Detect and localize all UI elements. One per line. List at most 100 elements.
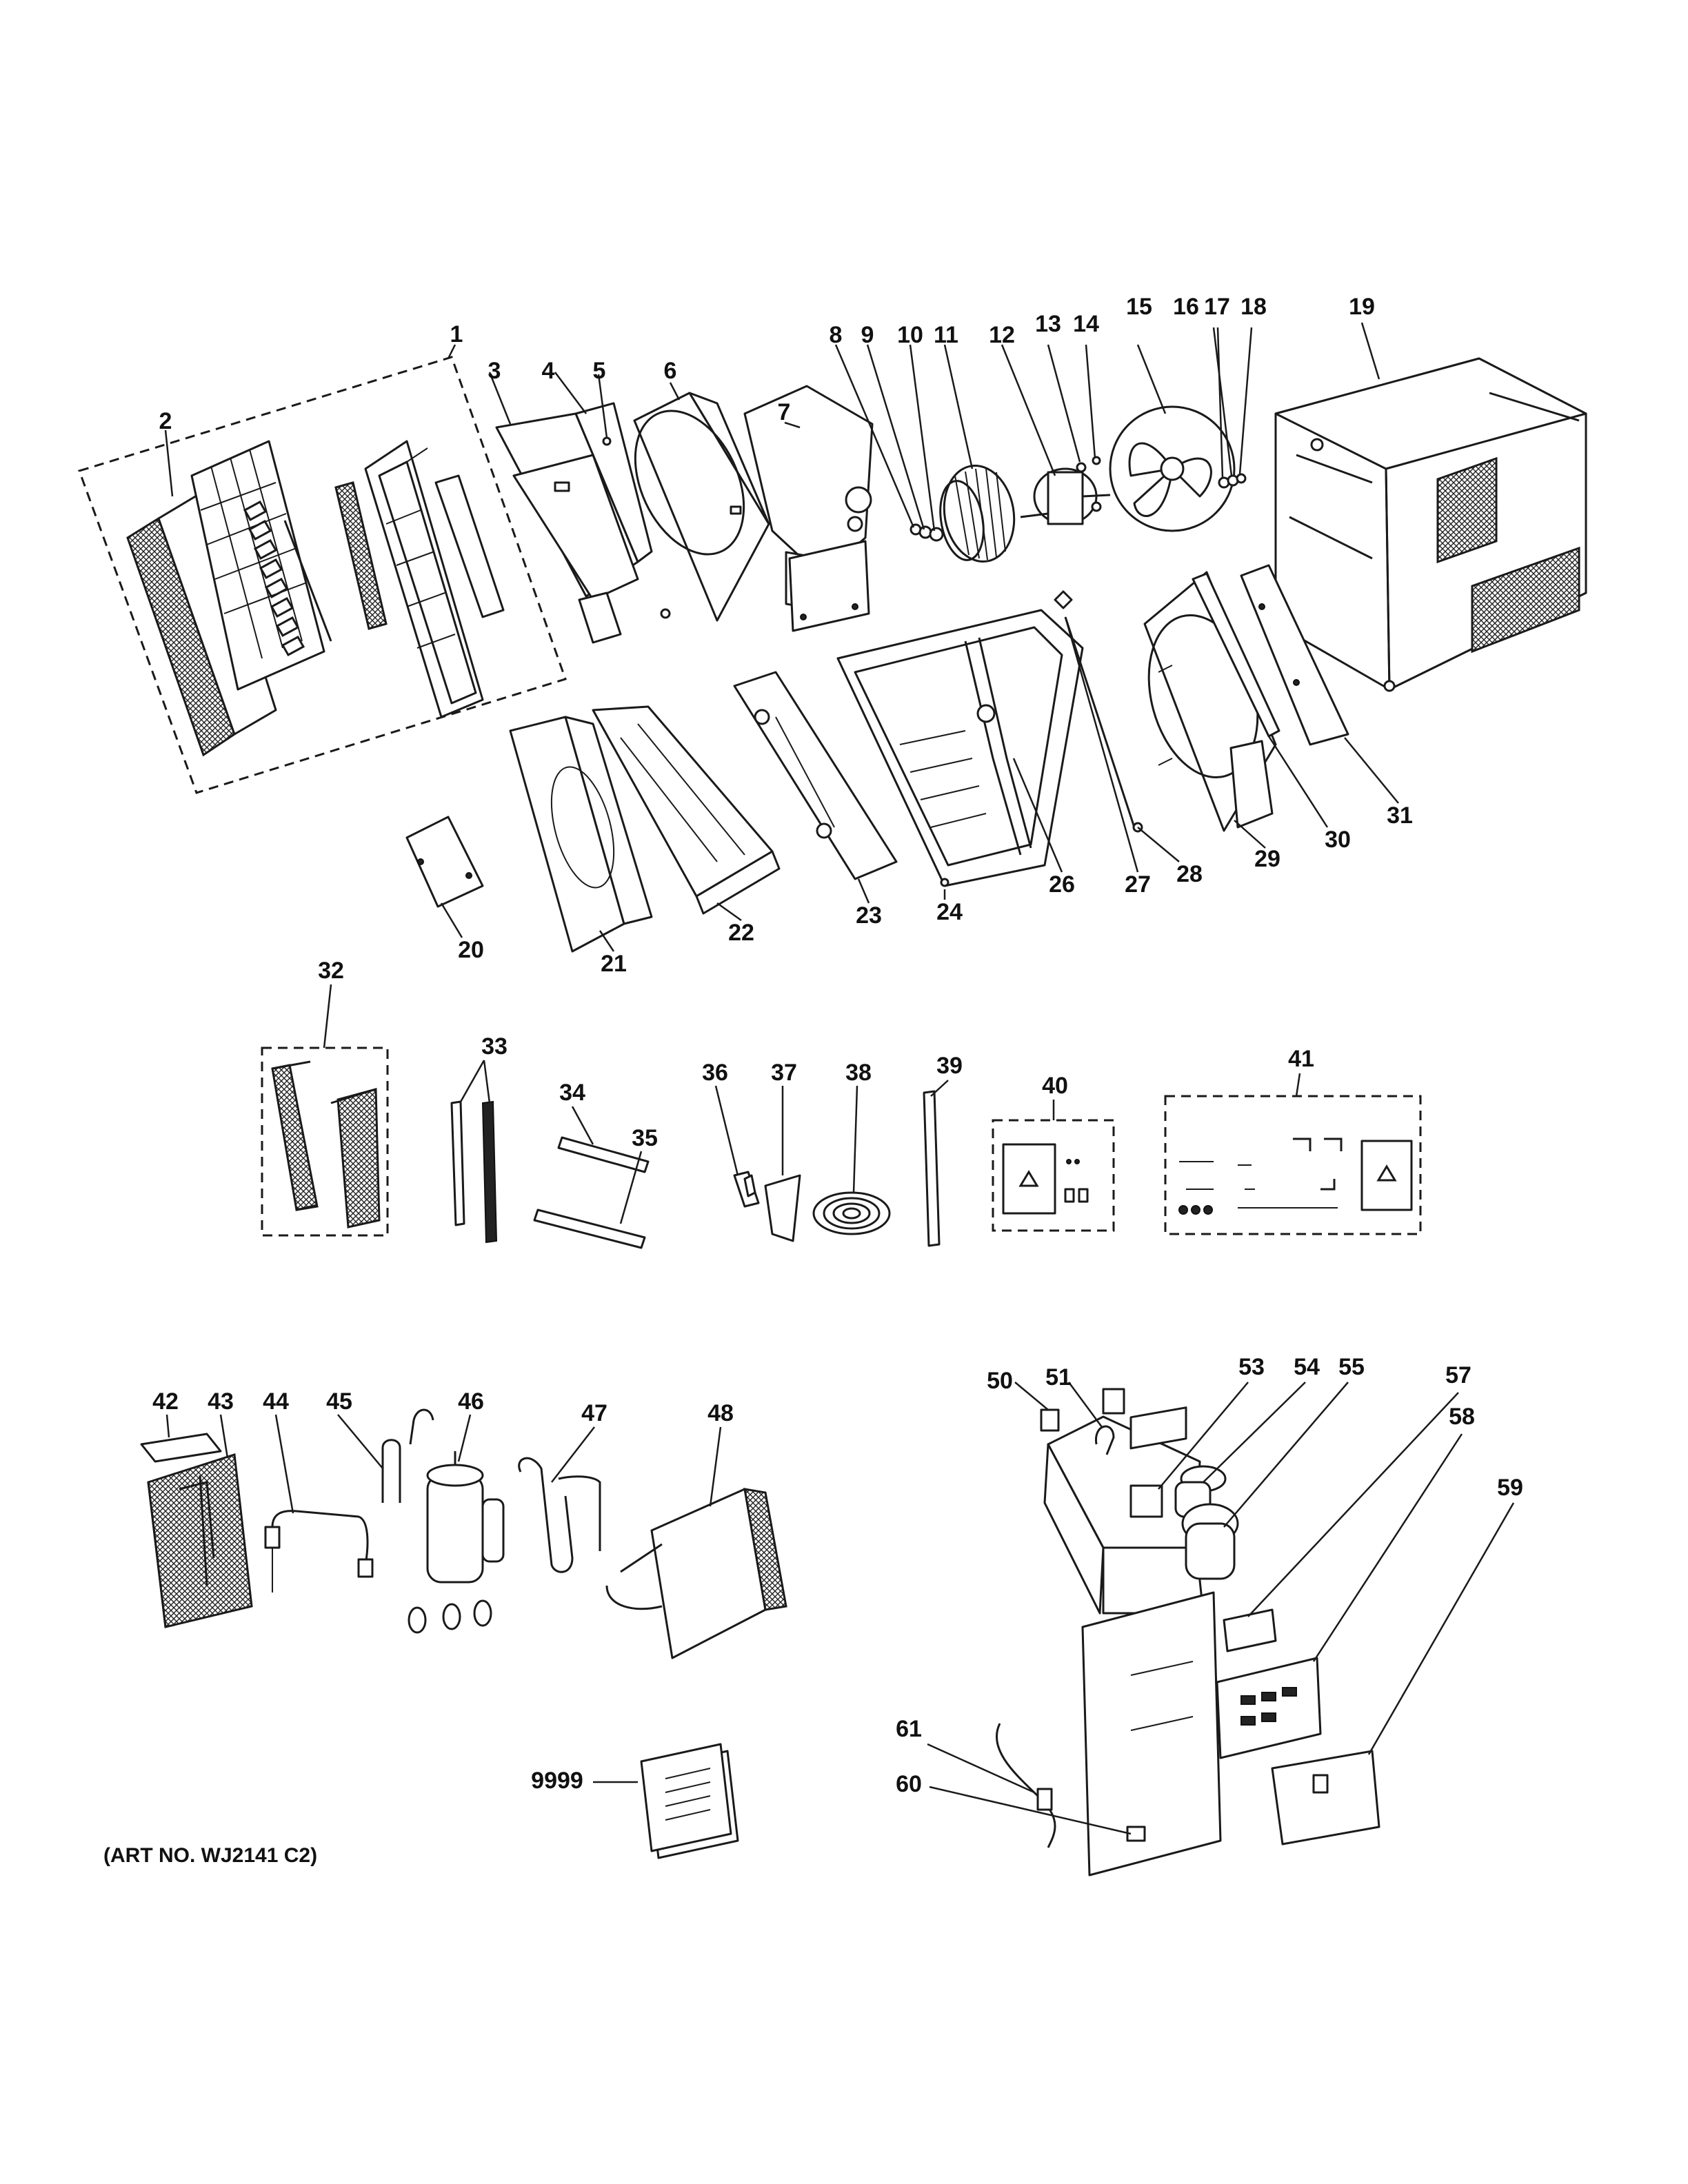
part-34-35-brackets: [533, 1136, 650, 1249]
part-8-9-10-washers: [910, 523, 944, 542]
callout-34: 34: [559, 1080, 585, 1106]
callout-18: 18: [1240, 294, 1267, 320]
callout-58: 58: [1449, 1404, 1475, 1430]
part-21-air-duct: [509, 716, 653, 953]
part-31-side-plate: [1240, 564, 1349, 746]
callout-35: 35: [632, 1125, 658, 1151]
callout-54: 54: [1294, 1354, 1320, 1380]
callout-16: 16: [1173, 294, 1199, 320]
part-53-54-55-capacitors: [1129, 1465, 1239, 1580]
callout-45: 45: [326, 1388, 352, 1415]
art-number: (ART NO. WJ2141 C2): [103, 1844, 318, 1867]
callout-2: 2: [159, 408, 172, 434]
part-22-base-front: [592, 705, 781, 915]
part-59-pcb: [1271, 1750, 1380, 1846]
callout-10: 10: [897, 322, 923, 348]
callout-53: 53: [1238, 1354, 1265, 1380]
callout-61: 61: [896, 1716, 922, 1742]
part-45-tube: [381, 1408, 434, 1503]
part-29-condenser-shroud: [1143, 571, 1277, 832]
callout-50: 50: [987, 1368, 1013, 1394]
part-33-seal-strips: [450, 1100, 498, 1244]
callout-12: 12: [989, 322, 1015, 348]
callout-37: 37: [771, 1060, 797, 1086]
callout-47: 47: [581, 1400, 607, 1426]
part-60-61-power-cord: [995, 1723, 1146, 1848]
part-1-front-panel-assembly: [78, 356, 567, 794]
callout-39: 39: [936, 1053, 963, 1079]
part-38-coiled-seal: [812, 1191, 891, 1235]
callout-57: 57: [1445, 1362, 1471, 1388]
callout-9: 9: [861, 322, 874, 348]
part-48-condenser: [605, 1488, 787, 1659]
callout-20: 20: [458, 937, 484, 963]
part-39-foam-strip: [923, 1090, 941, 1247]
callout-6: 6: [664, 358, 677, 384]
callout-9999: 9999: [531, 1768, 583, 1794]
callout-1: 1: [450, 321, 463, 347]
callout-38: 38: [845, 1060, 872, 1086]
callout-59: 59: [1497, 1475, 1523, 1501]
callout-55: 55: [1338, 1354, 1365, 1380]
part-6-blower-housing: [633, 392, 770, 622]
callout-26: 26: [1049, 871, 1075, 898]
part-57-label: [1223, 1608, 1277, 1652]
callout-15: 15: [1126, 294, 1152, 320]
callout-32: 32: [318, 958, 344, 984]
callout-31: 31: [1387, 802, 1413, 829]
callout-24: 24: [936, 899, 963, 925]
part-2-front-grille: [126, 440, 325, 757]
callout-46: 46: [458, 1388, 484, 1415]
part-40-kit: [992, 1119, 1115, 1232]
part-12-fan-motor: [1020, 467, 1111, 525]
callout-3: 3: [488, 358, 501, 384]
part-44-thermistor: [264, 1510, 374, 1593]
callout-33: 33: [481, 1033, 508, 1060]
part-20-bracket: [405, 816, 484, 908]
callout-28: 28: [1176, 861, 1203, 887]
part-47-discharge-tube: [518, 1457, 601, 1573]
part-30-rail: [1192, 572, 1280, 738]
part-7-evap-shroud: [743, 385, 874, 632]
callout-29: 29: [1254, 846, 1280, 872]
part-46-compressor: [408, 1451, 505, 1634]
callout-22: 22: [728, 920, 754, 946]
callout-17: 17: [1204, 294, 1230, 320]
callout-labels: 1 2 3 4 5 6 7 8 9 10 11 12 13 14 15 16 1…: [152, 294, 1523, 1797]
callout-14: 14: [1073, 311, 1099, 337]
part-16-17-18-nuts: [1218, 473, 1247, 489]
callout-42: 42: [152, 1388, 179, 1415]
callout-30: 30: [1325, 827, 1351, 853]
part-panel-frame: [364, 440, 505, 718]
callout-21: 21: [601, 951, 627, 977]
callout-51: 51: [1045, 1364, 1072, 1391]
part-19-cabinet: [1274, 357, 1587, 692]
callout-23: 23: [856, 902, 882, 929]
callout-60: 60: [896, 1771, 922, 1797]
callout-13: 13: [1035, 311, 1061, 337]
part-13-14-clips: [1076, 456, 1101, 473]
part-15-fan-blade: [1109, 405, 1236, 532]
callout-40: 40: [1042, 1073, 1068, 1099]
part-43-evaporator: [147, 1453, 253, 1628]
callout-36: 36: [702, 1060, 728, 1086]
part-9999-manual: [640, 1743, 739, 1859]
callout-43: 43: [208, 1388, 234, 1415]
part-23-divider-plate: [733, 671, 898, 880]
callout-8: 8: [830, 322, 843, 348]
part-50-51-switches: [1040, 1388, 1125, 1455]
callout-19: 19: [1349, 294, 1375, 320]
part-58-control-board: [1216, 1657, 1322, 1759]
part-24-26-base-pan: [836, 609, 1084, 887]
callout-11: 11: [934, 322, 958, 348]
part-11-blower-wheel: [939, 465, 1016, 563]
part-louvers: [243, 481, 388, 657]
callout-27: 27: [1125, 871, 1151, 898]
part-36-37-corner-brackets: [733, 1171, 801, 1242]
callout-4: 4: [542, 358, 555, 384]
callout-41: 41: [1288, 1046, 1314, 1072]
part-3-4-duct: [495, 402, 653, 644]
callout-7: 7: [778, 399, 791, 425]
callout-5: 5: [593, 358, 606, 384]
